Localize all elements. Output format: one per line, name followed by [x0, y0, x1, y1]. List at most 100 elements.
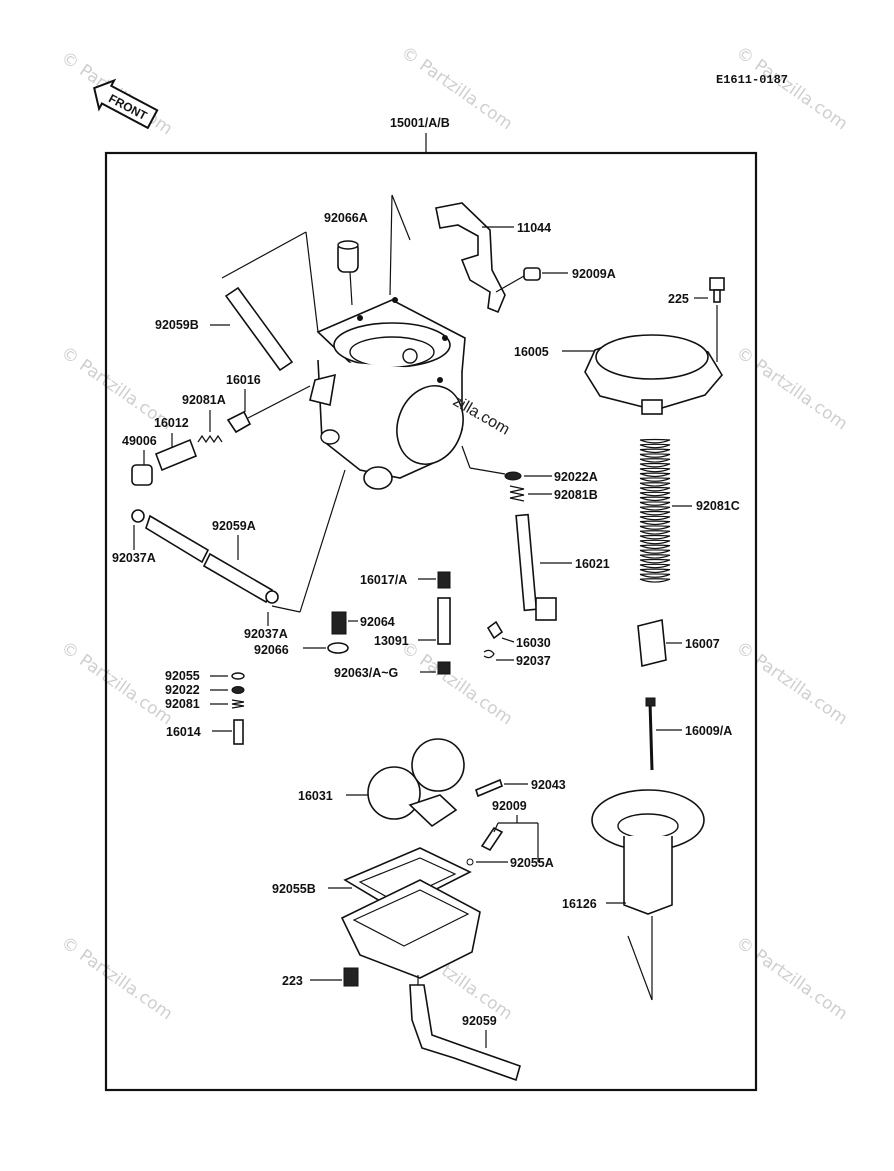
spring-coil [639, 554, 671, 559]
label-16030: 16030 [516, 636, 551, 650]
spring-coil [639, 443, 671, 449]
part-92043-pin [475, 778, 503, 798]
spring-coil [639, 491, 671, 497]
watermark: © Partzilla.com [57, 638, 176, 730]
label-49006: 49006 [122, 434, 157, 448]
part-92037-clip [483, 649, 495, 659]
part-11044-bracket [435, 202, 506, 314]
spring-coil [639, 458, 671, 463]
label-92009: 92009 [492, 799, 527, 813]
label-16017A: 16017/A [360, 573, 407, 587]
part-92063-jet [437, 661, 451, 675]
spring-coil [639, 486, 671, 492]
label-92055A: 92055A [510, 856, 554, 870]
watermark: © Partzilla.com [397, 638, 516, 730]
spring-coil [639, 520, 671, 526]
part-223-screw [343, 967, 359, 987]
label-92081B: 92081B [554, 488, 598, 502]
label-92066: 92066 [254, 643, 289, 657]
spring-coil [639, 462, 671, 468]
label-92081C: 92081C [696, 499, 740, 513]
part-16009A-needle [645, 697, 656, 771]
label-16007: 16007 [685, 637, 720, 651]
diagram-code: E1611-0187 [716, 73, 788, 87]
label-92043: 92043 [531, 778, 566, 792]
label-92037: 92037 [516, 654, 551, 668]
spring-coil [639, 438, 671, 444]
part-92081B-spring [509, 485, 525, 502]
part-13091-tube [437, 597, 451, 645]
spring-coil [639, 539, 671, 545]
assembly-frame [104, 151, 758, 1092]
watermark: © Partzilla.com [732, 933, 851, 1025]
label-16009A: 16009/A [685, 724, 732, 738]
label-92037A-top: 92037A [112, 551, 156, 565]
part-92037A-clamp [131, 509, 145, 523]
label-92022A: 92022A [554, 470, 598, 484]
assembly-label: 15001/A/B [390, 116, 450, 130]
spring-coil [639, 544, 671, 550]
part-92059-tube [409, 975, 521, 1082]
part-92081A-spring [197, 434, 223, 444]
part-16126-piston [591, 789, 705, 1001]
part-92064-jet [331, 611, 347, 635]
label-92022: 92022 [165, 683, 200, 697]
label-92081A: 92081A [182, 393, 226, 407]
label-92055B: 92055B [272, 882, 316, 896]
part-92081-spring [231, 699, 245, 709]
label-16021: 16021 [575, 557, 610, 571]
spring-coil [639, 467, 671, 473]
part-92009A-screw [495, 267, 541, 293]
part-16005-cover [584, 334, 723, 415]
spring-coil [639, 549, 671, 554]
spring-coil [639, 482, 671, 487]
label-223: 223 [282, 974, 303, 988]
part-16012-screw [154, 438, 198, 472]
part-92059B-tube [221, 231, 319, 372]
spring-coil [639, 448, 671, 454]
watermark: © Partzilla.com [732, 343, 851, 435]
spring-coil [639, 578, 671, 583]
spring-coil [639, 501, 671, 506]
label-16031: 16031 [298, 789, 333, 803]
spring-coil [639, 534, 671, 540]
label-16005: 16005 [514, 345, 549, 359]
label-92055: 92055 [165, 669, 200, 683]
spring-coil [639, 496, 671, 502]
part-16030-part [486, 620, 504, 640]
part-92055-oring [231, 672, 245, 680]
part-16031-float [367, 738, 465, 828]
spring-coil [639, 506, 671, 511]
watermark: © Partzilla.com [57, 933, 176, 1025]
part-92009-screw [466, 826, 504, 866]
part-49006-cap [131, 464, 153, 486]
spring-coil [639, 568, 671, 574]
label-92059A: 92059A [212, 519, 256, 533]
spring-coil [639, 563, 671, 569]
spring-coil [639, 573, 671, 578]
label-16126: 16126 [562, 897, 597, 911]
spring-coil [639, 525, 671, 530]
label-92081: 92081 [165, 697, 200, 711]
watermark: © Partzilla.com [732, 638, 851, 730]
part-92066-washer [327, 642, 349, 654]
label-16016: 16016 [226, 373, 261, 387]
part-92022-washer [231, 686, 245, 694]
part-225-bolt [709, 277, 725, 303]
part-92081C-spring [639, 438, 671, 583]
part-92059A-tube [145, 514, 279, 604]
label-92037A-bottom: 92037A [244, 627, 288, 641]
spring-coil [639, 453, 671, 458]
spring-coil [639, 477, 671, 482]
part-16014-screw [233, 719, 244, 745]
part-16021-jet [515, 513, 557, 621]
label-92064: 92064 [360, 615, 395, 629]
spring-coil [639, 472, 671, 478]
label-11044: 11044 [517, 221, 551, 235]
spring-coil [639, 530, 671, 535]
watermark: © Partzilla.com [732, 43, 851, 135]
part-16007-holder [637, 618, 667, 668]
label-225: 225 [668, 292, 689, 306]
